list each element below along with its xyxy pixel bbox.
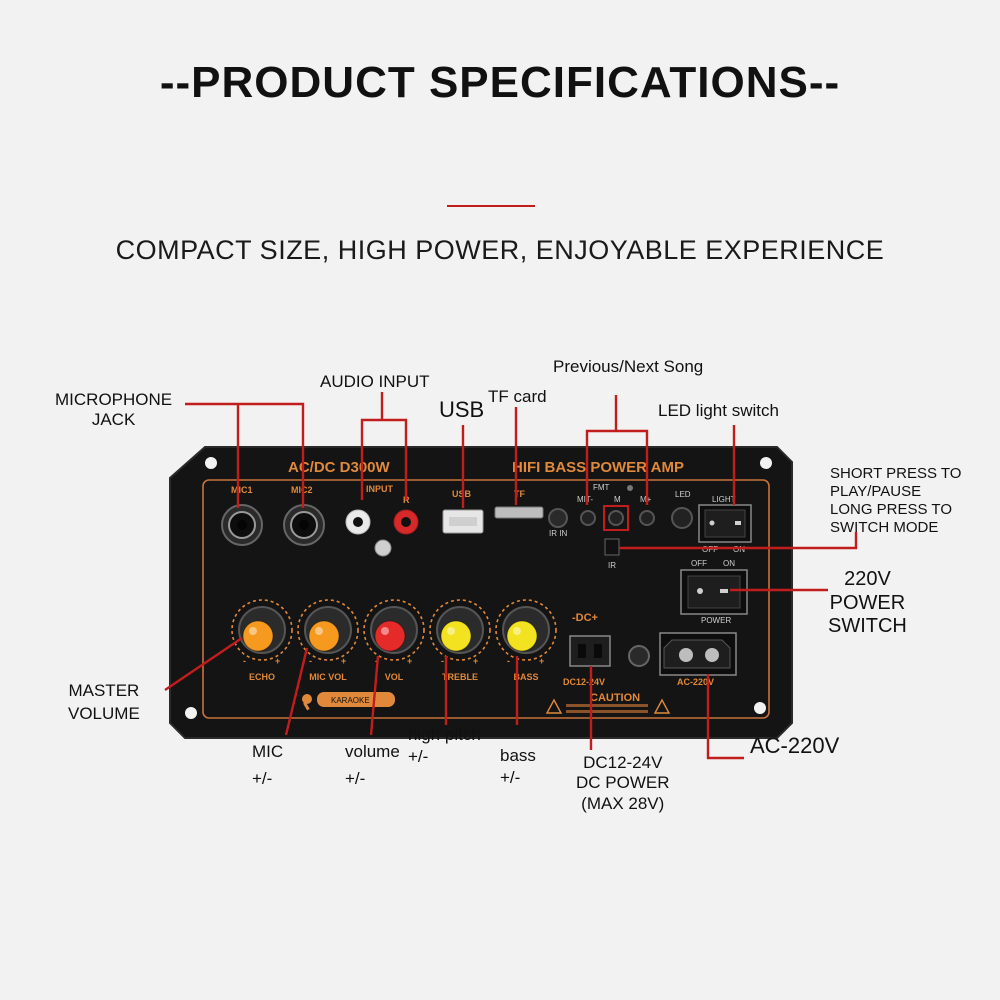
knob-plus-label: +	[473, 656, 478, 666]
callout-usb: USB	[439, 397, 485, 422]
knob-mic-vol[interactable]: - + MIC VOL	[297, 599, 359, 682]
callout-audio-input: AUDIO INPUT	[320, 372, 430, 391]
irin-label: IR IN	[549, 529, 567, 538]
mount-hole-tr	[760, 457, 772, 469]
callout-high-pitch: high pitch +/-	[408, 725, 481, 767]
karaoke-label: KARAOKE	[331, 696, 370, 705]
line-short-press	[619, 532, 858, 550]
caution-label: CAUTION	[590, 692, 640, 704]
mount-hole-br	[754, 702, 766, 714]
mode-button-frame	[603, 505, 629, 531]
callout-tf-card: TF card	[488, 387, 547, 406]
irin-jack	[548, 508, 568, 528]
light-label: LIGHT	[712, 495, 736, 504]
callout-volume: volume +/-	[345, 742, 400, 789]
knob-plus-label: +	[539, 656, 544, 666]
callout-microphone-jack: MICROPHONE JACK	[55, 390, 173, 430]
knob-bass[interactable]: - +BASS	[495, 599, 557, 682]
led-label: LED	[675, 490, 691, 499]
ir-label: IR	[608, 561, 616, 570]
power-switch-off-label: OFF	[691, 559, 707, 568]
callout-power-switch: 220V POWER SWITCH	[828, 568, 907, 638]
tf-port-label: TF	[514, 489, 525, 499]
callout-lines	[164, 392, 858, 760]
fm-led	[627, 485, 633, 491]
knob-label: BASS	[513, 672, 538, 682]
mic1-jack	[221, 504, 263, 546]
prev-label: MIT-	[577, 495, 593, 504]
dc-connector	[569, 635, 611, 667]
power-switch-on-label: ON	[723, 559, 735, 568]
knob-minus-label: -	[309, 656, 312, 666]
input-ground-screw	[374, 539, 392, 557]
usb-port-label: USB	[452, 489, 472, 499]
dc-fuse	[628, 645, 650, 667]
line-audio-input	[360, 418, 408, 500]
knob-label: MIC VOL	[309, 672, 347, 682]
mode-label: M	[614, 495, 621, 504]
tf-slot	[494, 506, 544, 519]
line-vol	[369, 655, 380, 736]
next-button	[639, 510, 655, 526]
knob-plus-label: +	[341, 656, 346, 666]
line-mic-vol	[284, 647, 309, 736]
callout-dc-power: DC12-24V DC POWER (MAX 28V)	[576, 753, 670, 813]
knob-plus-label: +	[275, 656, 280, 666]
mic2-jack	[283, 504, 325, 546]
mount-hole-tl	[205, 457, 217, 469]
knob-plus-label: +	[407, 656, 412, 666]
mic-logo-icon	[302, 694, 312, 704]
caution-icon-right	[653, 698, 671, 714]
callout-master-volume: MASTER VOLUME	[68, 681, 140, 723]
knob-echo[interactable]: - +ECHO	[231, 599, 293, 682]
led-switch-on-label: ON	[733, 545, 745, 554]
mode-button	[608, 510, 624, 526]
line-ac	[706, 674, 744, 760]
knob-minus-label: -	[243, 656, 246, 666]
knob-label: ECHO	[249, 672, 275, 682]
mic2-label: MIC2	[291, 485, 313, 495]
callout-mic: MIC +/-	[252, 742, 284, 789]
ac-inlet-label: AC-220V	[677, 677, 714, 687]
knob-minus-label: -	[441, 656, 444, 666]
dc-connector-label: DC12-24V	[563, 677, 605, 687]
power-rocker-switch	[680, 569, 748, 615]
knob-label: VOL	[385, 672, 404, 682]
knob-treble[interactable]: - + TREBLE	[429, 599, 491, 682]
dc-polarity-label: -DC+	[572, 612, 598, 624]
line-master-volume	[164, 637, 243, 691]
silk-border	[202, 479, 770, 719]
knob-minus-label: -	[507, 656, 510, 666]
rca-white-jack	[345, 509, 371, 535]
ir-sensor	[604, 538, 620, 556]
model-label: AC/DC D300W	[288, 459, 391, 476]
prev-button	[580, 510, 596, 526]
led-rocker-switch	[698, 504, 752, 543]
page-subtitle: COMPACT SIZE, HIGH POWER, ENJOYABLE EXPE…	[115, 235, 885, 265]
line-mic-jack	[185, 402, 305, 508]
knob-label: TREBLE	[442, 672, 478, 682]
knob-group: -+ECHO-+MIC VOL-+VOL-+TREBLE-+BASS	[231, 599, 557, 682]
title-divider	[447, 205, 535, 207]
callout-bass: bass +/-	[500, 746, 536, 788]
caution-icon-left	[545, 698, 563, 714]
led-button	[671, 507, 693, 529]
ac-inlet	[659, 632, 737, 676]
rca-red-jack	[393, 509, 419, 535]
callout-led-switch: LED light switch	[658, 401, 779, 420]
page-title: --PRODUCT SPECIFICATIONS--	[159, 58, 841, 107]
led-switch-off-label: OFF	[702, 545, 718, 554]
mount-hole-bl	[185, 707, 197, 719]
mic1-label: MIC1	[231, 485, 253, 495]
brand-label: HIFI BASS POWER AMP	[512, 459, 684, 476]
fmt-label: FMT	[593, 483, 610, 492]
input-label: INPUT	[366, 484, 394, 494]
callout-prev-next: Previous/Next Song	[553, 357, 704, 376]
callout-ac: AC-220V	[750, 733, 840, 758]
callout-short-press: SHORT PRESS TO PLAY/PAUSE LONG PRESS TO …	[830, 465, 962, 536]
power-switch-label: POWER	[701, 616, 731, 625]
